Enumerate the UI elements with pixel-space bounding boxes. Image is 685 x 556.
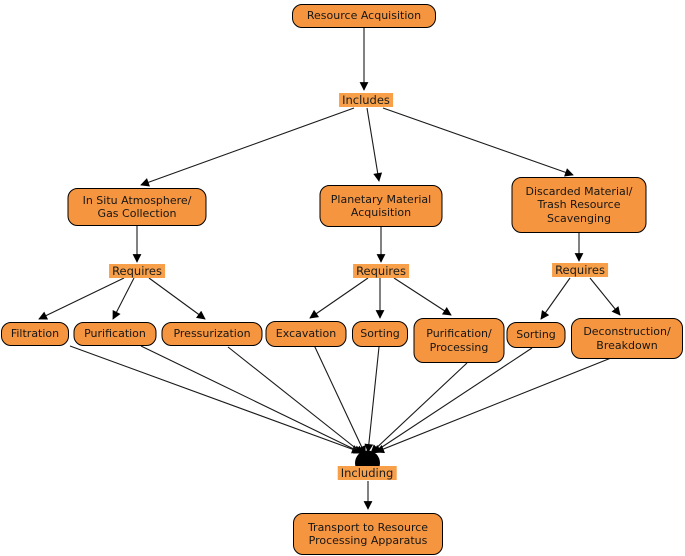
node-label: Sorting bbox=[516, 328, 556, 342]
link-label-text: Including bbox=[340, 466, 394, 480]
node-discarded-material-trash-scavenging: Discarded Material/ Trash Resource Scave… bbox=[511, 177, 647, 233]
node-label: Trash Resource bbox=[537, 198, 621, 212]
node-planetary-material-acquisition: Planetary Material Acquisition bbox=[319, 185, 443, 227]
node-purification: Purification bbox=[73, 322, 157, 346]
edge-group bbox=[38, 28, 621, 510]
node-in-situ-atmosphere-gas-collection: In Situ Atmosphere/ Gas Collection bbox=[67, 188, 207, 226]
node-label: Gas Collection bbox=[97, 207, 177, 220]
node-label: Sorting bbox=[360, 327, 400, 341]
node-resource-acquisition: Resource Acquisition bbox=[292, 4, 436, 28]
link-label-text: Includes bbox=[342, 93, 390, 107]
node-label: Pressurization bbox=[173, 327, 251, 341]
node-label: Resource Acquisition bbox=[306, 9, 422, 23]
link-label-requires-middle: Requires bbox=[353, 264, 409, 278]
node-pressurization: Pressurization bbox=[161, 322, 263, 346]
node-label: In Situ Atmosphere/ bbox=[82, 193, 192, 207]
link-label-including: Including bbox=[337, 466, 397, 480]
link-label-requires-left: Requires bbox=[109, 264, 165, 278]
node-excavation: Excavation bbox=[265, 321, 347, 347]
link-label-requires-right: Requires bbox=[552, 263, 608, 277]
node-sorting-middle: Sorting bbox=[352, 321, 408, 347]
link-label-text: Requires bbox=[555, 263, 605, 277]
node-label: Breakdown bbox=[596, 338, 658, 352]
node-label: Scavenging bbox=[546, 211, 611, 225]
link-label-includes: Includes bbox=[339, 93, 393, 107]
link-label-text: Requires bbox=[356, 264, 406, 278]
node-label: Filtration bbox=[10, 327, 60, 341]
node-filtration: Filtration bbox=[1, 322, 69, 346]
node-label: Planetary Material bbox=[330, 192, 432, 206]
link-label-text: Requires bbox=[112, 264, 162, 278]
node-label: Acquisition bbox=[350, 206, 412, 219]
node-label: Excavation bbox=[275, 327, 337, 341]
node-label: Processing bbox=[429, 340, 489, 354]
node-label: Deconstruction/ bbox=[583, 325, 671, 338]
node-label: Purification bbox=[84, 327, 146, 341]
node-label: Processing Apparatus bbox=[308, 534, 428, 547]
node-label: Purification/ bbox=[426, 327, 492, 340]
node-transport-to-resource-processing: Transport to Resource Processing Apparat… bbox=[293, 513, 443, 555]
node-label: Discarded Material/ bbox=[525, 184, 633, 198]
node-sorting-right: Sorting bbox=[506, 322, 566, 348]
node-label: Transport to Resource bbox=[307, 520, 429, 534]
node-purification-processing: Purification/ Processing bbox=[413, 318, 505, 363]
node-deconstruction-breakdown: Deconstruction/ Breakdown bbox=[571, 318, 683, 359]
